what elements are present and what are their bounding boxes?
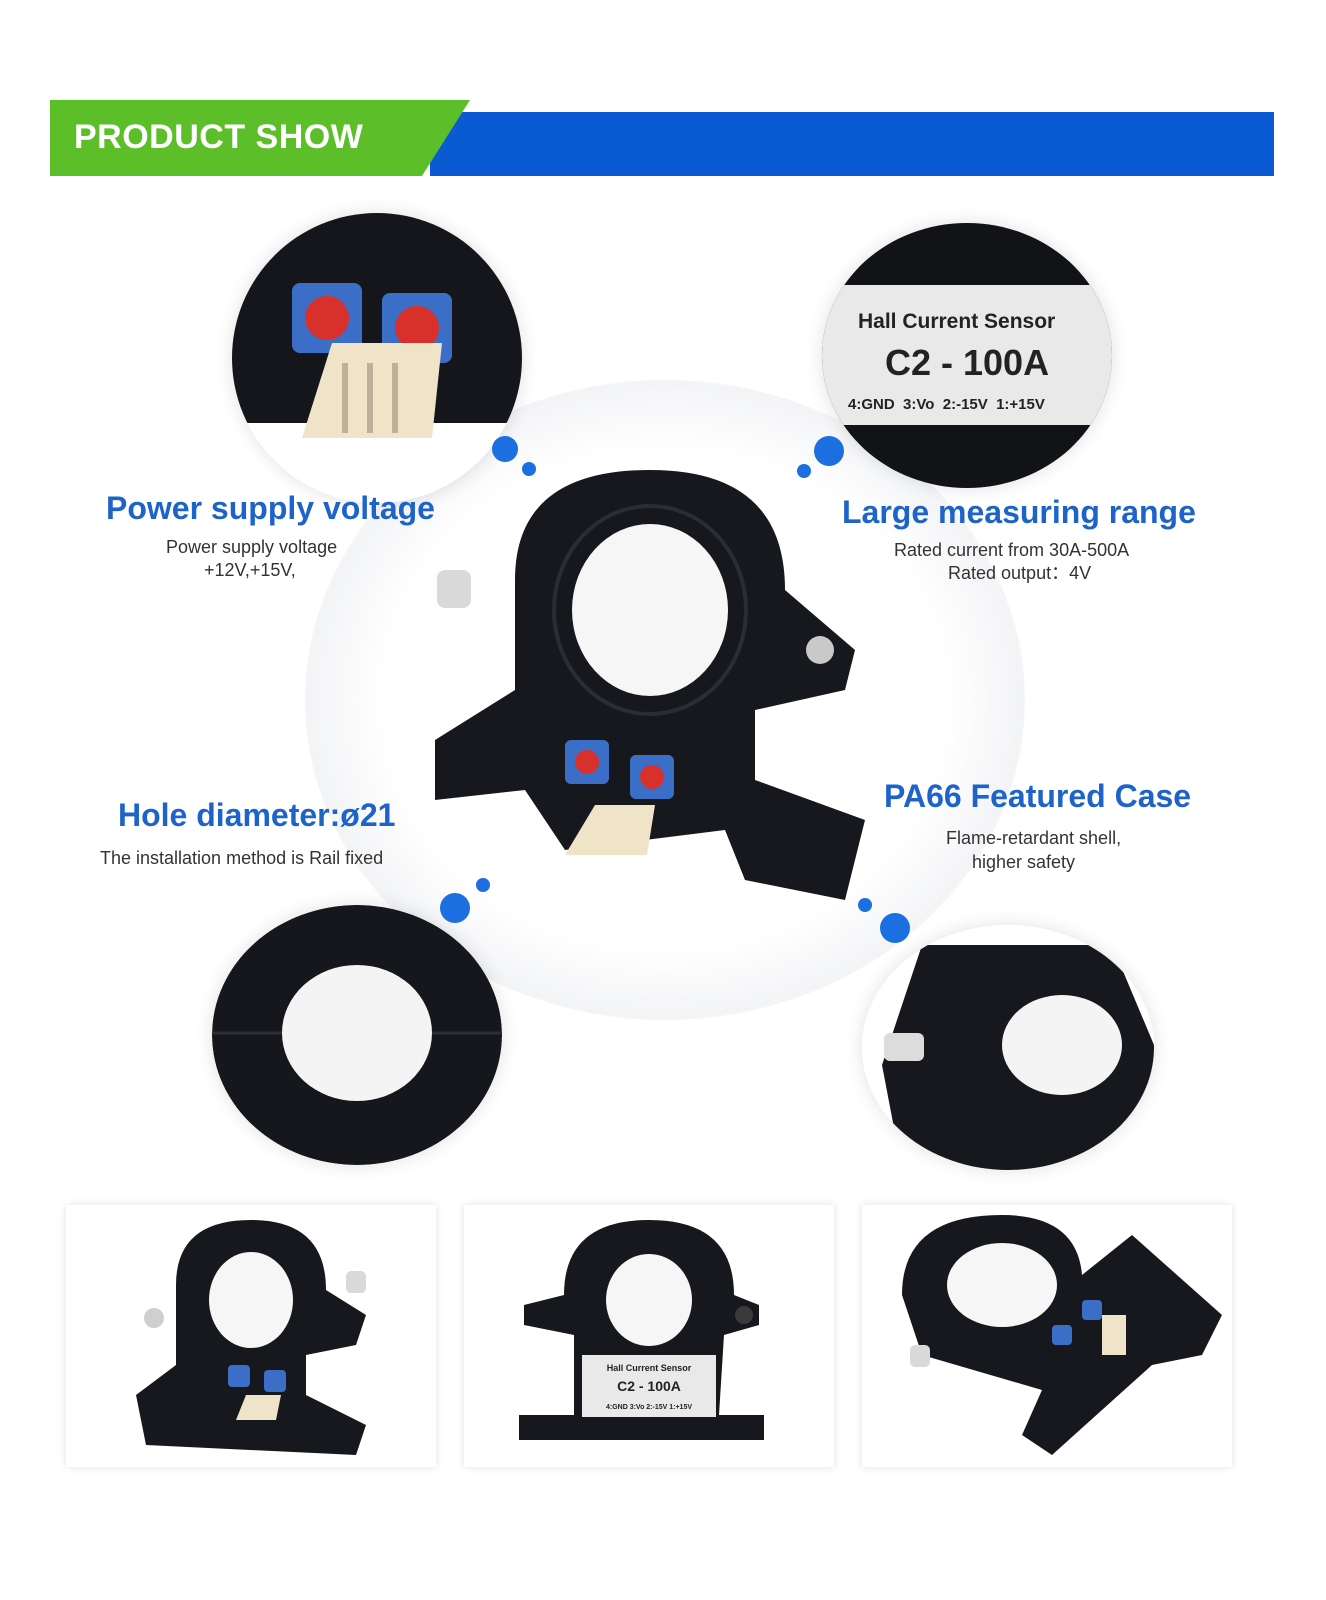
accent-dot xyxy=(814,436,844,466)
accent-dot xyxy=(880,913,910,943)
feature-range-title: Large measuring range xyxy=(842,494,1196,530)
feature-case-title: PA66 Featured Case xyxy=(884,778,1192,814)
feature-range-sub1: Rated current from 30A-500A xyxy=(894,540,1130,560)
feature-range-sub2: Rated output：4V xyxy=(948,563,1092,583)
accent-dot xyxy=(797,464,811,478)
zoom-label-detail xyxy=(822,223,1112,488)
thumb-label-line1: Hall Current Sensor xyxy=(607,1363,692,1373)
zoom-ring-detail xyxy=(212,905,502,1165)
thumbnail-side-angle xyxy=(862,1205,1232,1467)
feature-case-sub1: Flame-retardant shell, xyxy=(946,828,1122,848)
thumbnail-front-angle xyxy=(66,1205,436,1467)
label-model: C2 - 100A xyxy=(885,342,1050,383)
main-product-image xyxy=(435,470,865,900)
feature-hole-title: Hole diameter:ø21 xyxy=(118,797,396,833)
label-line1: Hall Current Sensor xyxy=(858,310,1056,333)
thumb-label-model: C2 - 100A xyxy=(617,1378,681,1394)
zoom-case-detail xyxy=(862,925,1154,1170)
accent-dot xyxy=(492,436,518,462)
accent-dot xyxy=(440,893,470,923)
accent-dot xyxy=(476,878,490,892)
accent-dot xyxy=(522,462,536,476)
feature-hole-sub1: The installation method is Rail fixed xyxy=(100,848,384,868)
thumbnail-label-view: Hall Current Sensor C2 - 100A 4:GND 3:Vo… xyxy=(464,1205,834,1467)
thumb-label-pins: 4:GND 3:Vo 2:-15V 1:+15V xyxy=(606,1404,692,1411)
banner-blue-bar xyxy=(430,112,1274,176)
feature-power-sub1: Power supply voltage xyxy=(166,537,338,557)
banner-green-tab xyxy=(50,100,470,176)
product-show-banner xyxy=(50,100,1274,176)
label-pins: 4:GND 3:Vo 2:-15V 1:+15V xyxy=(848,396,1045,413)
banner-title: PRODUCT SHOW xyxy=(74,118,364,156)
feature-case-sub2: higher safety xyxy=(972,852,1076,872)
feature-power-title: Power supply voltage xyxy=(106,490,435,526)
feature-power-sub2: +12V,+15V, xyxy=(204,560,296,580)
accent-dot xyxy=(858,898,872,912)
